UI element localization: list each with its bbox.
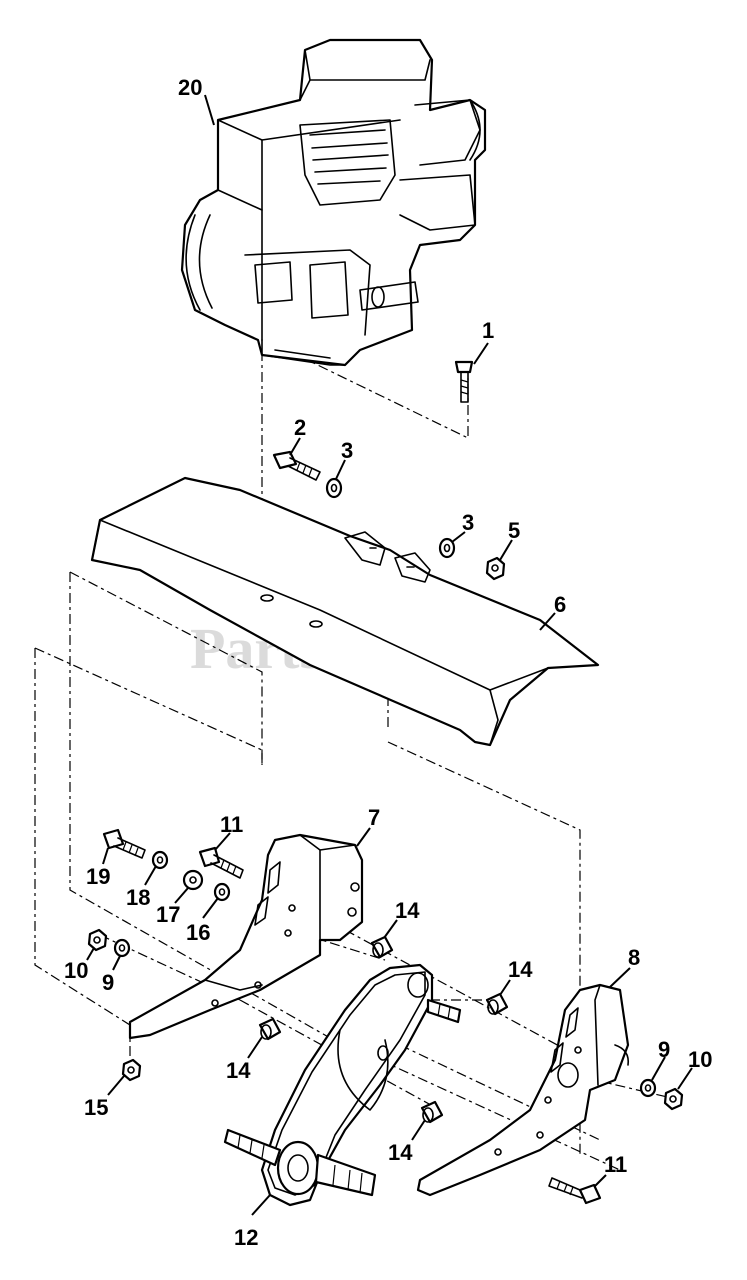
callout-labels: 20 1 2 3 3 5 6 7 11 19 18 17 16 14 10 9 … — [64, 75, 712, 1250]
washer-part-18 — [151, 850, 169, 870]
callout-6: 6 — [554, 592, 566, 617]
bracket-part-8 — [416, 983, 630, 1197]
callout-14c: 14 — [226, 1058, 251, 1083]
bolt-part-19 — [102, 828, 146, 859]
callout-5: 5 — [508, 518, 520, 543]
callout-3b: 3 — [462, 510, 474, 535]
washer-part-16 — [213, 882, 231, 902]
chain-case-part-12 — [223, 963, 462, 1207]
callout-17: 17 — [156, 902, 180, 927]
leader-lines — [86, 94, 693, 1216]
callout-16: 16 — [186, 920, 210, 945]
callout-10b: 10 — [688, 1047, 712, 1072]
callout-12: 12 — [234, 1225, 258, 1250]
bushing-part-14d — [420, 1100, 444, 1124]
callout-20: 20 — [178, 75, 202, 100]
bracket-part-7 — [128, 833, 364, 1040]
bushing-part-14c — [258, 1017, 282, 1041]
nut-part-15 — [121, 1058, 142, 1082]
callout-10a: 10 — [64, 958, 88, 983]
bolt-part-11b — [548, 1177, 602, 1205]
callout-11b: 11 — [604, 1152, 627, 1177]
nut-part-5 — [485, 556, 506, 581]
callout-9a: 9 — [102, 970, 114, 995]
callout-9b: 9 — [658, 1037, 670, 1062]
callout-11a: 11 — [220, 812, 243, 837]
callout-1: 1 — [482, 318, 494, 343]
engine — [180, 38, 487, 367]
bushing-part-14a — [370, 935, 394, 959]
callout-14a: 14 — [395, 898, 420, 923]
tine-shield-part-6 — [90, 476, 600, 747]
bolt-part-2 — [272, 450, 321, 481]
callout-19: 19 — [86, 864, 110, 889]
callout-3a: 3 — [341, 438, 353, 463]
nut-part-10a — [87, 928, 108, 952]
bushing-part-14b — [485, 992, 509, 1016]
washer-part-17 — [182, 869, 204, 891]
callout-2: 2 — [294, 415, 306, 440]
callout-18: 18 — [126, 885, 150, 910]
bolt-part-1 — [454, 360, 474, 403]
callout-8: 8 — [628, 945, 640, 970]
washer-part-9a — [113, 938, 131, 958]
callout-15: 15 — [84, 1095, 108, 1120]
washer-part-9b — [639, 1078, 657, 1098]
callout-14b: 14 — [508, 957, 533, 982]
callout-14d: 14 — [388, 1140, 413, 1165]
nut-part-10b — [663, 1087, 684, 1111]
bolt-part-11a — [198, 846, 244, 879]
callout-7: 7 — [368, 805, 380, 830]
washer-part-3a — [325, 477, 343, 499]
washer-part-3b — [438, 537, 456, 559]
